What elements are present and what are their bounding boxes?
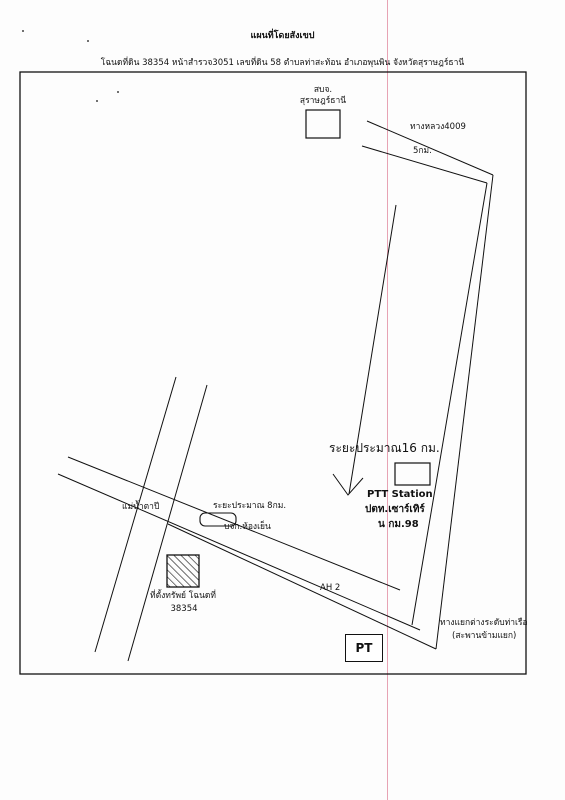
junction-label-2: (สะพานข้ามแยก) <box>452 631 517 641</box>
direction-arrow-shaft <box>348 204 397 495</box>
highway-4009-edge-top <box>366 120 494 176</box>
ptt-station-label-3: น กม.98 <box>378 519 419 530</box>
ah2-edge-top <box>67 456 401 591</box>
distance-16km-label: ระยะประมาณ16 กม. <box>329 441 440 455</box>
ah2-edge-mid <box>57 473 421 631</box>
property-label-2: 38354 <box>170 604 198 614</box>
direction-arrow-head <box>332 473 364 496</box>
ah2-edge-bottom <box>167 523 437 650</box>
map-subtitle: โฉนดที่ดิน 38354 หน้าสำรวจ3051 เลขที่ดิน… <box>100 58 465 68</box>
margin-line <box>387 0 388 800</box>
scan-speck <box>87 40 89 42</box>
ptt-station-label: PTT Station <box>367 489 433 500</box>
highway-4009-edge-bottom <box>361 145 488 184</box>
building-label: บจก.ห้องเย็น <box>224 522 271 532</box>
distance-5km-label: 5กม. <box>413 146 432 156</box>
provincial-office-label-2: สุราษฎร์ธานี <box>299 96 347 106</box>
distance-8km-label: ระยะประมาณ 8กม. <box>213 501 287 511</box>
provincial-office-label-1: สบจ. <box>313 85 333 95</box>
property-label-1: ที่ตั้งทรัพย์ โฉนดที่ <box>150 591 217 601</box>
map-frame <box>19 71 527 675</box>
pt-box: PT <box>345 634 383 662</box>
provincial-office-box <box>305 109 341 139</box>
property-parcel <box>166 554 200 588</box>
map-title: แผนที่โดยสังเขป <box>250 31 315 41</box>
junction-label-1: ทางแยกต่างระดับท่าเรือ <box>440 618 528 628</box>
vertical-road-right <box>435 174 494 650</box>
ptt-station-box <box>394 462 431 486</box>
vertical-road-left <box>411 182 488 626</box>
scan-speck <box>117 91 119 93</box>
scan-speck <box>22 30 24 32</box>
river-label: แม่น้ำตาปี <box>122 502 160 512</box>
ptt-station-label-2: ปตท.เซาร์เทิร์ <box>365 504 425 515</box>
ah2-label: AH 2 <box>320 583 341 593</box>
river-edge-left <box>94 376 177 653</box>
river-edge-right <box>127 384 208 662</box>
scan-speck <box>96 100 98 102</box>
highway-4009-label: ทางหลวง4009 <box>410 122 466 132</box>
building-shape <box>199 512 237 527</box>
